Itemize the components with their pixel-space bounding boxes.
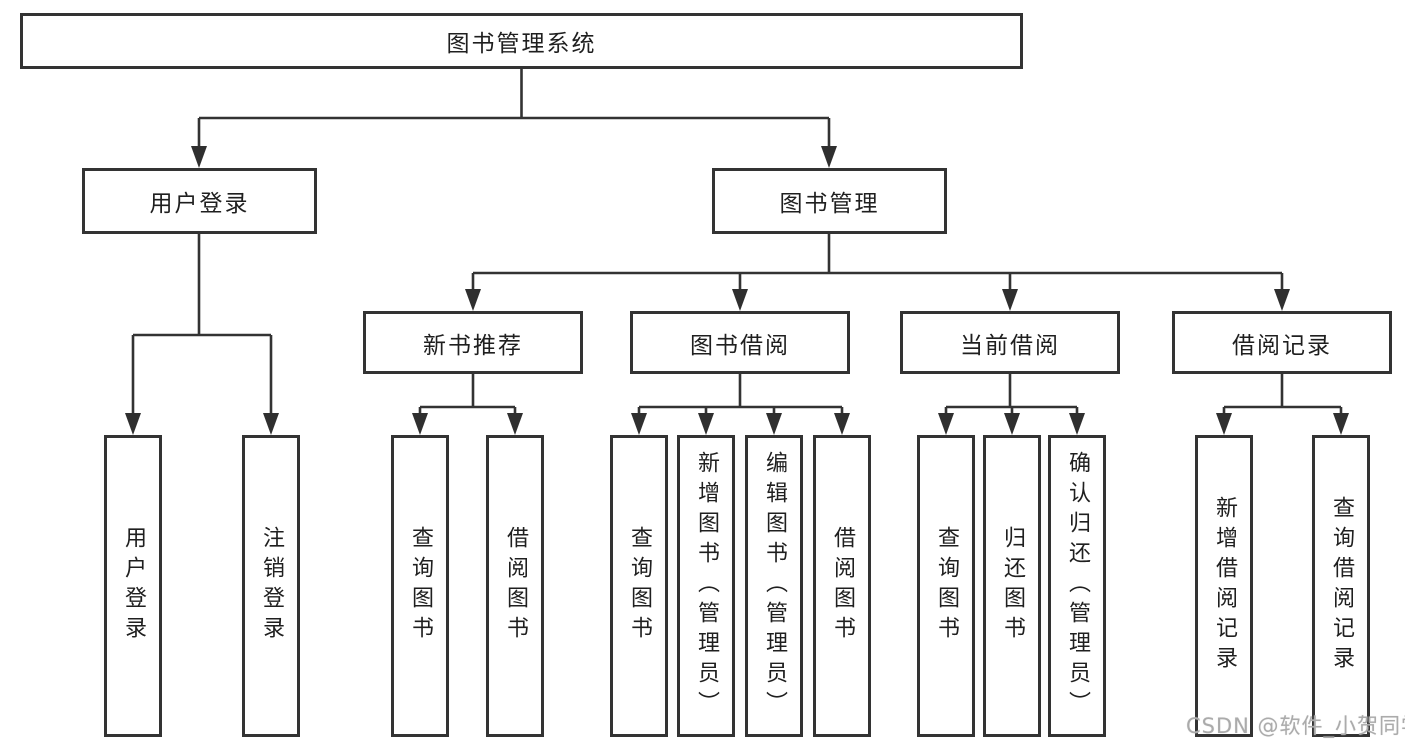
leaf-current-query-books: 查询图书 (917, 435, 975, 737)
connector-borrow-records-leaves (1222, 374, 1343, 417)
node-book-mgmt: 图书管理 (712, 168, 947, 234)
leaf-newbooks-query-books: 查询图书 (391, 435, 449, 737)
connector-book-borrow-leaves (637, 374, 844, 417)
connector-current-borrow-leaves (944, 374, 1079, 417)
connector-book-mgmt-level2 (471, 234, 1284, 293)
leaf-borrow-query-books: 查询图书 (610, 435, 668, 737)
node-new-books: 新书推荐 (363, 311, 583, 374)
node-user-login: 用户登录 (82, 168, 317, 234)
leaf-records-add-record: 新增借阅记录 (1195, 435, 1253, 737)
node-borrow-records: 借阅记录 (1172, 311, 1392, 374)
leaf-borrow-edit-books-admin: 编辑图书（管理员） (745, 435, 803, 737)
node-current-borrow: 当前借阅 (900, 311, 1120, 374)
node-root: 图书管理系统 (20, 13, 1023, 69)
connector-new-books-leaves (418, 374, 517, 417)
leaf-current-return-books: 归还图书 (983, 435, 1041, 737)
leaf-borrow-add-books-admin: 新增图书（管理员） (677, 435, 735, 737)
leaf-logout: 注销登录 (242, 435, 300, 737)
leaf-current-confirm-return-admin: 确认归还（管理员） (1048, 435, 1106, 737)
arrowheads (125, 146, 1349, 435)
connector-user-login-leaves (131, 234, 273, 417)
leaf-newbooks-borrow-books: 借阅图书 (486, 435, 544, 737)
leaf-records-query-record: 查询借阅记录 (1312, 435, 1370, 737)
leaf-user-login: 用户登录 (104, 435, 162, 737)
node-book-borrow: 图书借阅 (630, 311, 850, 374)
leaf-borrow-borrow-books: 借阅图书 (813, 435, 871, 737)
watermark-text: CSDN @软件_小贺同学 (1186, 714, 1405, 738)
connector-root-level1 (197, 69, 831, 150)
